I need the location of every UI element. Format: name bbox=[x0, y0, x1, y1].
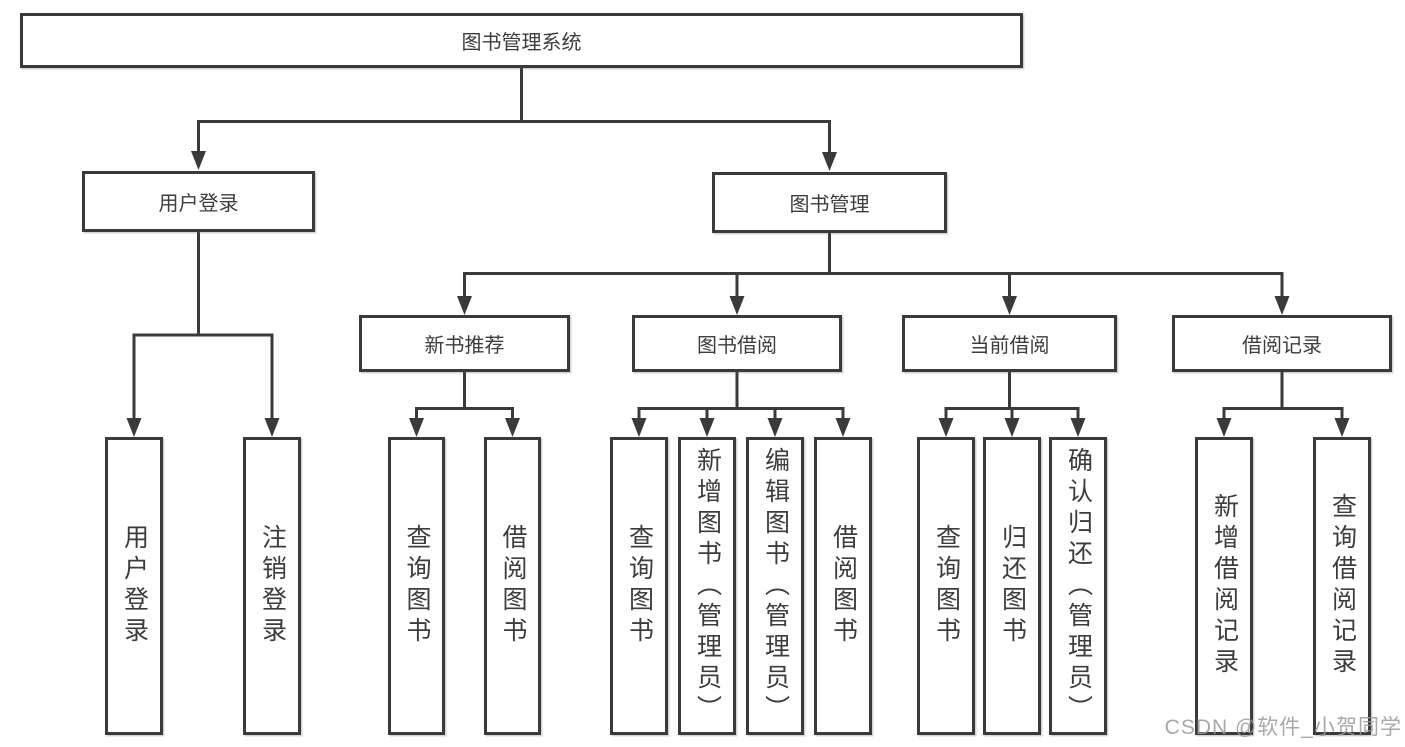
node-book-management: 图书管理 bbox=[712, 172, 947, 233]
node-borrowing-records-label: 借阅记录 bbox=[1242, 335, 1322, 357]
node-leaf-logout-label: 注销登录 bbox=[258, 524, 287, 648]
node-leaf-return-books-label: 归还图书 bbox=[998, 524, 1027, 648]
node-leaf-query-books-1-label: 查询图书 bbox=[403, 524, 431, 648]
node-leaf-logout: 注销登录 bbox=[243, 437, 301, 735]
node-library-system: 图书管理系统 bbox=[20, 13, 1023, 68]
node-book-management-label: 图书管理 bbox=[789, 194, 870, 216]
node-leaf-borrow-books-1: 借阅图书 bbox=[484, 437, 541, 735]
node-new-book-recommend-label: 新书推荐 bbox=[424, 335, 505, 357]
node-leaf-add-books-admin-label: 新增图书（管理员） bbox=[693, 446, 722, 726]
node-borrowing-records: 借阅记录 bbox=[1172, 315, 1392, 372]
node-current-borrowing-label: 当前借阅 bbox=[969, 335, 1050, 357]
node-leaf-query-books-3: 查询图书 bbox=[917, 437, 975, 735]
node-leaf-confirm-return-admin: 确认归还（管理员） bbox=[1049, 437, 1107, 735]
node-leaf-borrow-books-2: 借阅图书 bbox=[814, 437, 872, 735]
node-book-borrowing: 图书借阅 bbox=[632, 315, 842, 372]
node-user-login-branch: 用户登录 bbox=[82, 171, 315, 232]
node-leaf-user-login: 用户登录 bbox=[105, 437, 163, 735]
node-leaf-confirm-return-admin-label: 确认归还（管理员） bbox=[1064, 446, 1093, 726]
node-leaf-add-borrow-record: 新增借阅记录 bbox=[1195, 437, 1253, 735]
node-current-borrowing: 当前借阅 bbox=[902, 315, 1117, 372]
node-leaf-edit-books-admin: 编辑图书（管理员） bbox=[746, 437, 804, 735]
node-leaf-query-borrow-record-label: 查询借阅记录 bbox=[1328, 493, 1357, 679]
node-leaf-query-books-1: 查询图书 bbox=[388, 437, 445, 735]
node-leaf-user-login-label: 用户登录 bbox=[120, 524, 149, 648]
node-leaf-query-books-2-label: 查询图书 bbox=[625, 524, 654, 648]
node-leaf-query-borrow-record: 查询借阅记录 bbox=[1313, 437, 1371, 735]
node-leaf-borrow-books-1-label: 借阅图书 bbox=[499, 524, 527, 648]
node-leaf-borrow-books-2-label: 借阅图书 bbox=[829, 524, 858, 648]
node-book-borrowing-label: 图书借阅 bbox=[697, 335, 777, 357]
node-new-book-recommend: 新书推荐 bbox=[359, 315, 570, 372]
node-library-system-label: 图书管理系统 bbox=[461, 32, 582, 54]
csdn-watermark: CSDN @软件_小贺同学 bbox=[1164, 716, 1402, 739]
node-leaf-query-books-3-label: 查询图书 bbox=[932, 524, 961, 648]
node-leaf-edit-books-admin-label: 编辑图书（管理员） bbox=[761, 446, 790, 726]
node-leaf-add-books-admin: 新增图书（管理员） bbox=[678, 437, 736, 735]
node-leaf-query-books-2: 查询图书 bbox=[610, 437, 668, 735]
node-leaf-add-borrow-record-label: 新增借阅记录 bbox=[1210, 493, 1239, 679]
node-leaf-return-books: 归还图书 bbox=[983, 437, 1041, 735]
node-user-login-branch-label: 用户登录 bbox=[158, 193, 239, 215]
